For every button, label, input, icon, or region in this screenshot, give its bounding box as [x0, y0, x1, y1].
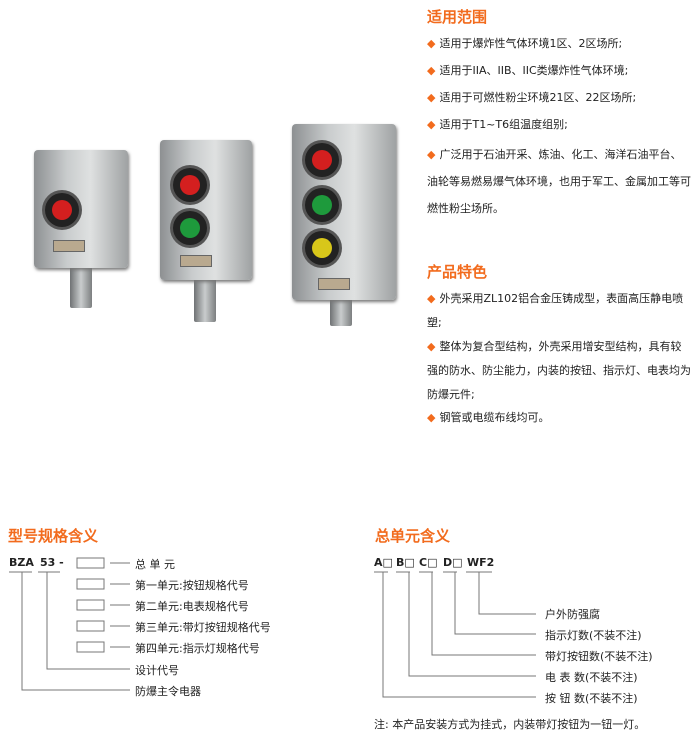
cable-gland — [194, 272, 216, 322]
diamond-bullet-icon: ◆ — [427, 91, 436, 104]
scope-item: ◆适用于爆炸性气体环境1区、2区场所; — [427, 33, 692, 55]
model-label: 防爆主令电器 — [135, 685, 201, 698]
red-stop-button — [173, 168, 207, 202]
scope-heading: 适用范围 — [427, 8, 488, 26]
model-label: 设计代号 — [135, 664, 179, 677]
features-heading: 产品特色 — [427, 263, 488, 281]
diamond-bullet-icon: ◆ — [427, 340, 436, 353]
feature-item: ◆钢管或电缆布线均可。 — [427, 406, 692, 430]
scope-item: ◆适用于T1~T6组温度组别; — [427, 114, 692, 136]
diamond-bullet-icon: ◆ — [427, 148, 436, 161]
model-heading: 型号规格含义 — [8, 527, 99, 545]
model-label: 第三单元:带灯按钮规格代号 — [135, 621, 271, 634]
feature-text: 钢管或电缆布线均可。 — [439, 411, 550, 424]
model-label: 第四单元:指示灯规格代号 — [135, 642, 260, 655]
model-label: 第二单元:电表规格代号 — [135, 600, 249, 613]
nameplate — [180, 255, 212, 267]
unit-code: A□ — [374, 556, 393, 569]
unit-label: 电 表 数(不装不注) — [545, 671, 638, 684]
diamond-bullet-icon: ◆ — [427, 411, 436, 424]
scope-item: ◆适用于可燃性粉尘环境21区、22区场所; — [427, 87, 692, 109]
cable-gland — [330, 292, 352, 326]
diamond-bullet-icon: ◆ — [427, 292, 436, 305]
green-start-button — [305, 188, 339, 222]
model-code-series: BZA — [9, 556, 34, 569]
model-label: 总 单 元 — [135, 558, 175, 571]
model-label: 第一单元:按钮规格代号 — [135, 579, 249, 592]
scope-item: ◆广泛用于石油开采、炼油、化工、海洋石油平台、油轮等易燃易爆气体环境，也用于军工… — [427, 141, 692, 222]
scope-text: 适用于爆炸性气体环境1区、2区场所; — [439, 37, 623, 50]
unit-heading: 总单元含义 — [375, 527, 451, 545]
nameplate — [318, 278, 350, 290]
unit-label: 指示灯数(不装不注) — [545, 629, 642, 642]
unit-label: 按 钮 数(不装不注) — [545, 692, 638, 705]
red-stop-button — [305, 143, 339, 177]
scope-text: 适用于T1~T6组温度组别; — [439, 118, 568, 131]
unit-label: 户外防强腐 — [545, 608, 600, 621]
feature-text: 整体为复合型结构，外壳采用增安型结构，具有较强的防水、防尘能力，内装的按钮、指示… — [427, 340, 691, 401]
feature-text: 外壳采用ZL102铝合金压铸成型，表面高压静电喷塑; — [427, 292, 684, 329]
scope-text: 适用于IIA、IIB、IIC类爆炸性气体环境; — [439, 64, 629, 77]
feature-item: ◆整体为复合型结构，外壳采用增安型结构，具有较强的防水、防尘能力，内装的按钮、指… — [427, 335, 692, 407]
nameplate — [53, 240, 85, 252]
unit-code: C□ — [419, 556, 438, 569]
diamond-bullet-icon: ◆ — [427, 118, 436, 131]
red-stop-button — [45, 193, 79, 227]
feature-item: ◆外壳采用ZL102铝合金压铸成型，表面高压静电喷塑; — [427, 287, 692, 335]
unit-code: D□ — [443, 556, 463, 569]
yellow-button — [305, 231, 339, 265]
diamond-bullet-icon: ◆ — [427, 37, 436, 50]
diamond-bullet-icon: ◆ — [427, 64, 436, 77]
green-start-button — [173, 211, 207, 245]
unit-label: 带灯按钮数(不装不注) — [545, 650, 653, 663]
model-code-design: 53 - — [40, 556, 64, 569]
installation-note: 注: 本产品安装方式为挂式，内装带灯按钮为一钮一灯。 — [374, 718, 646, 731]
cable-gland — [70, 262, 92, 308]
scope-text: 广泛用于石油开采、炼油、化工、海洋石油平台、油轮等易燃易爆气体环境，也用于军工、… — [427, 148, 691, 215]
unit-code: WF2 — [467, 556, 495, 569]
scope-text: 适用于可燃性粉尘环境21区、22区场所; — [439, 91, 637, 104]
unit-code: B□ — [396, 556, 415, 569]
scope-item: ◆适用于IIA、IIB、IIC类爆炸性气体环境; — [427, 60, 692, 82]
